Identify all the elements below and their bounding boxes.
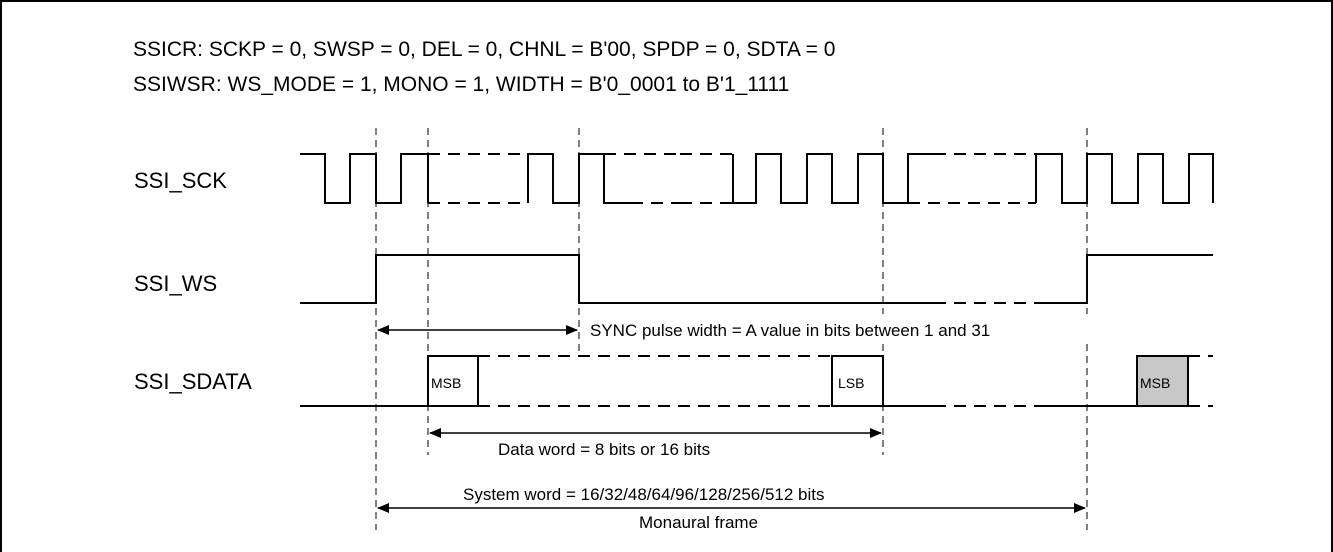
monaural-frame-label: Monaural frame [639,513,758,532]
next-msb-bit-label: MSB [1140,375,1170,391]
ssi-sck-label: SSI_SCK [134,168,227,193]
data-word-label: Data word = 8 bits or 16 bits [498,440,710,459]
ssi-ws-waveform [300,254,1213,304]
sck-solid-segment-4 [732,153,934,204]
sck-solid-segment-2 [527,153,631,204]
sync-pulse-label: SYNC pulse width = A value in bits betwe… [590,321,990,340]
ws-solid-segment-1 [300,254,934,304]
lsb-bit-label: LSB [838,375,864,391]
ws-solid-segment-2 [1036,254,1213,304]
ssiwsr-config-text: SSIWSR: WS_MODE = 1, MONO = 1, WIDTH = B… [133,73,789,96]
msb-bit-label: MSB [431,375,461,391]
ssi-ws-label: SSI_WS [134,271,217,296]
sck-dashed-segment-3 [680,153,733,204]
ssi-sdata-waveform [300,355,1213,407]
system-word-label: System word = 16/32/48/64/96/128/256/512… [463,485,825,504]
sck-dashed-segment-1 [428,153,528,204]
ssi-sck-waveform [300,153,1214,204]
sck-dashed-segment-4 [908,153,1036,204]
ssi-sdata-label: SSI_SDATA [134,369,252,394]
sck-solid-segment-1 [300,153,429,204]
sck-solid-segment-5 [1035,153,1214,204]
sck-dashed-segment-2 [604,153,680,204]
ssicr-config-text: SSICR: SCKP = 0, SWSP = 0, DEL = 0, CHNL… [133,38,835,61]
sdata-dashed-next [1188,355,1213,407]
sync-pulse-label-bg [587,314,1261,344]
sdata-dashed-frame [478,355,832,407]
